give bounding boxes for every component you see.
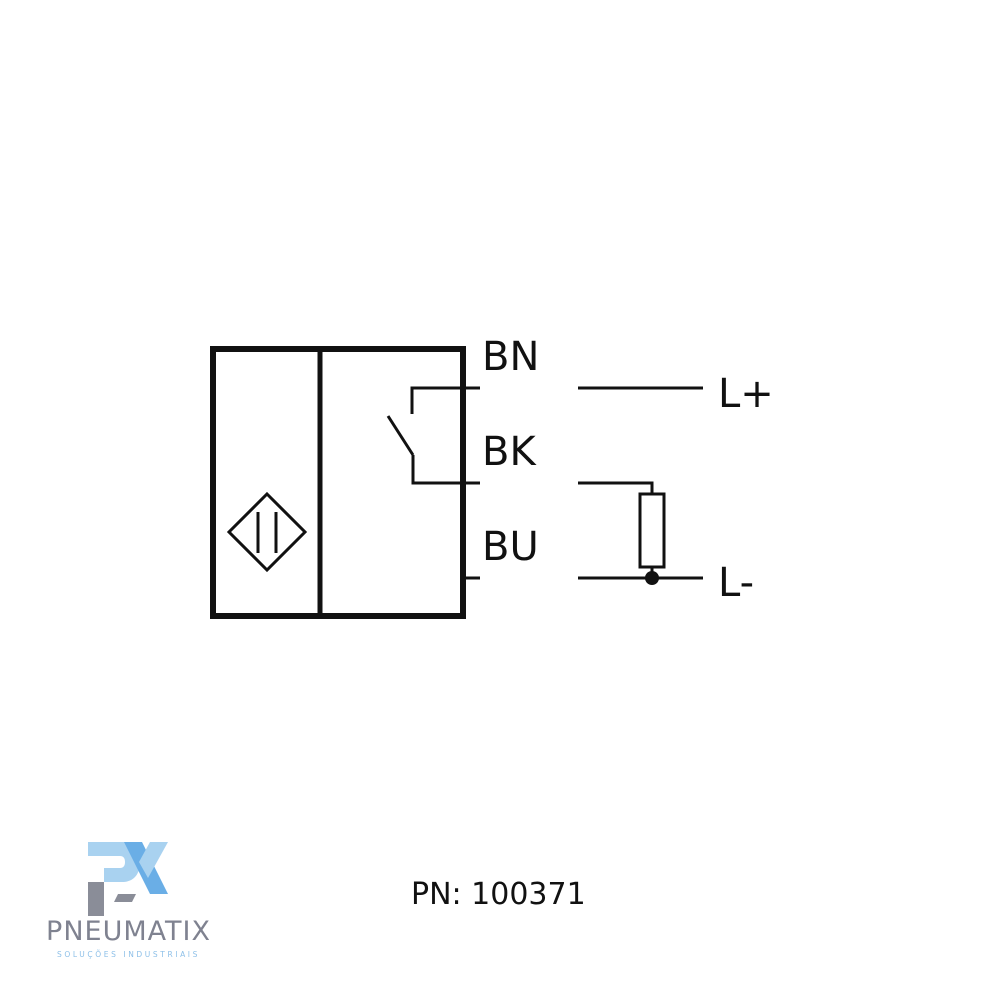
- wire-label-bk: BK: [482, 429, 537, 475]
- logo-tagline: SOLUÇÕES INDUSTRIAIS: [57, 950, 200, 959]
- terminal-label-positive: L+: [718, 371, 774, 417]
- sensing-diamond: [226, 491, 308, 573]
- load-resistor-body: [638, 492, 666, 569]
- logo-mark-icon: [88, 842, 168, 916]
- wire-black-external: [578, 481, 654, 494]
- load-resistor: [638, 492, 666, 578]
- terminal-label-negative: L-: [718, 560, 754, 606]
- logo-x-stroke-light: [139, 842, 168, 878]
- switch-bottom-lead: [411, 455, 463, 485]
- wire-label-bn: BN: [482, 334, 539, 380]
- part-number: PN: 100371: [411, 877, 586, 912]
- junction-dot: [645, 571, 659, 585]
- switch-blade: [386, 415, 415, 456]
- logo-p-stem: [88, 882, 104, 916]
- sensing-element-symbol: [226, 491, 308, 573]
- logo-name: PNEUMATIX: [46, 916, 211, 947]
- logo-x-lower: [114, 894, 136, 902]
- wire-black: [463, 481, 654, 494]
- company-logo: PNEUMATIX SOLUÇÕES INDUSTRIAIS: [36, 838, 221, 968]
- logo-p-bowl: [88, 842, 140, 882]
- switch-contact: [386, 386, 463, 485]
- wire-label-bu: BU: [482, 524, 539, 570]
- switch-top-lead: [410, 386, 463, 414]
